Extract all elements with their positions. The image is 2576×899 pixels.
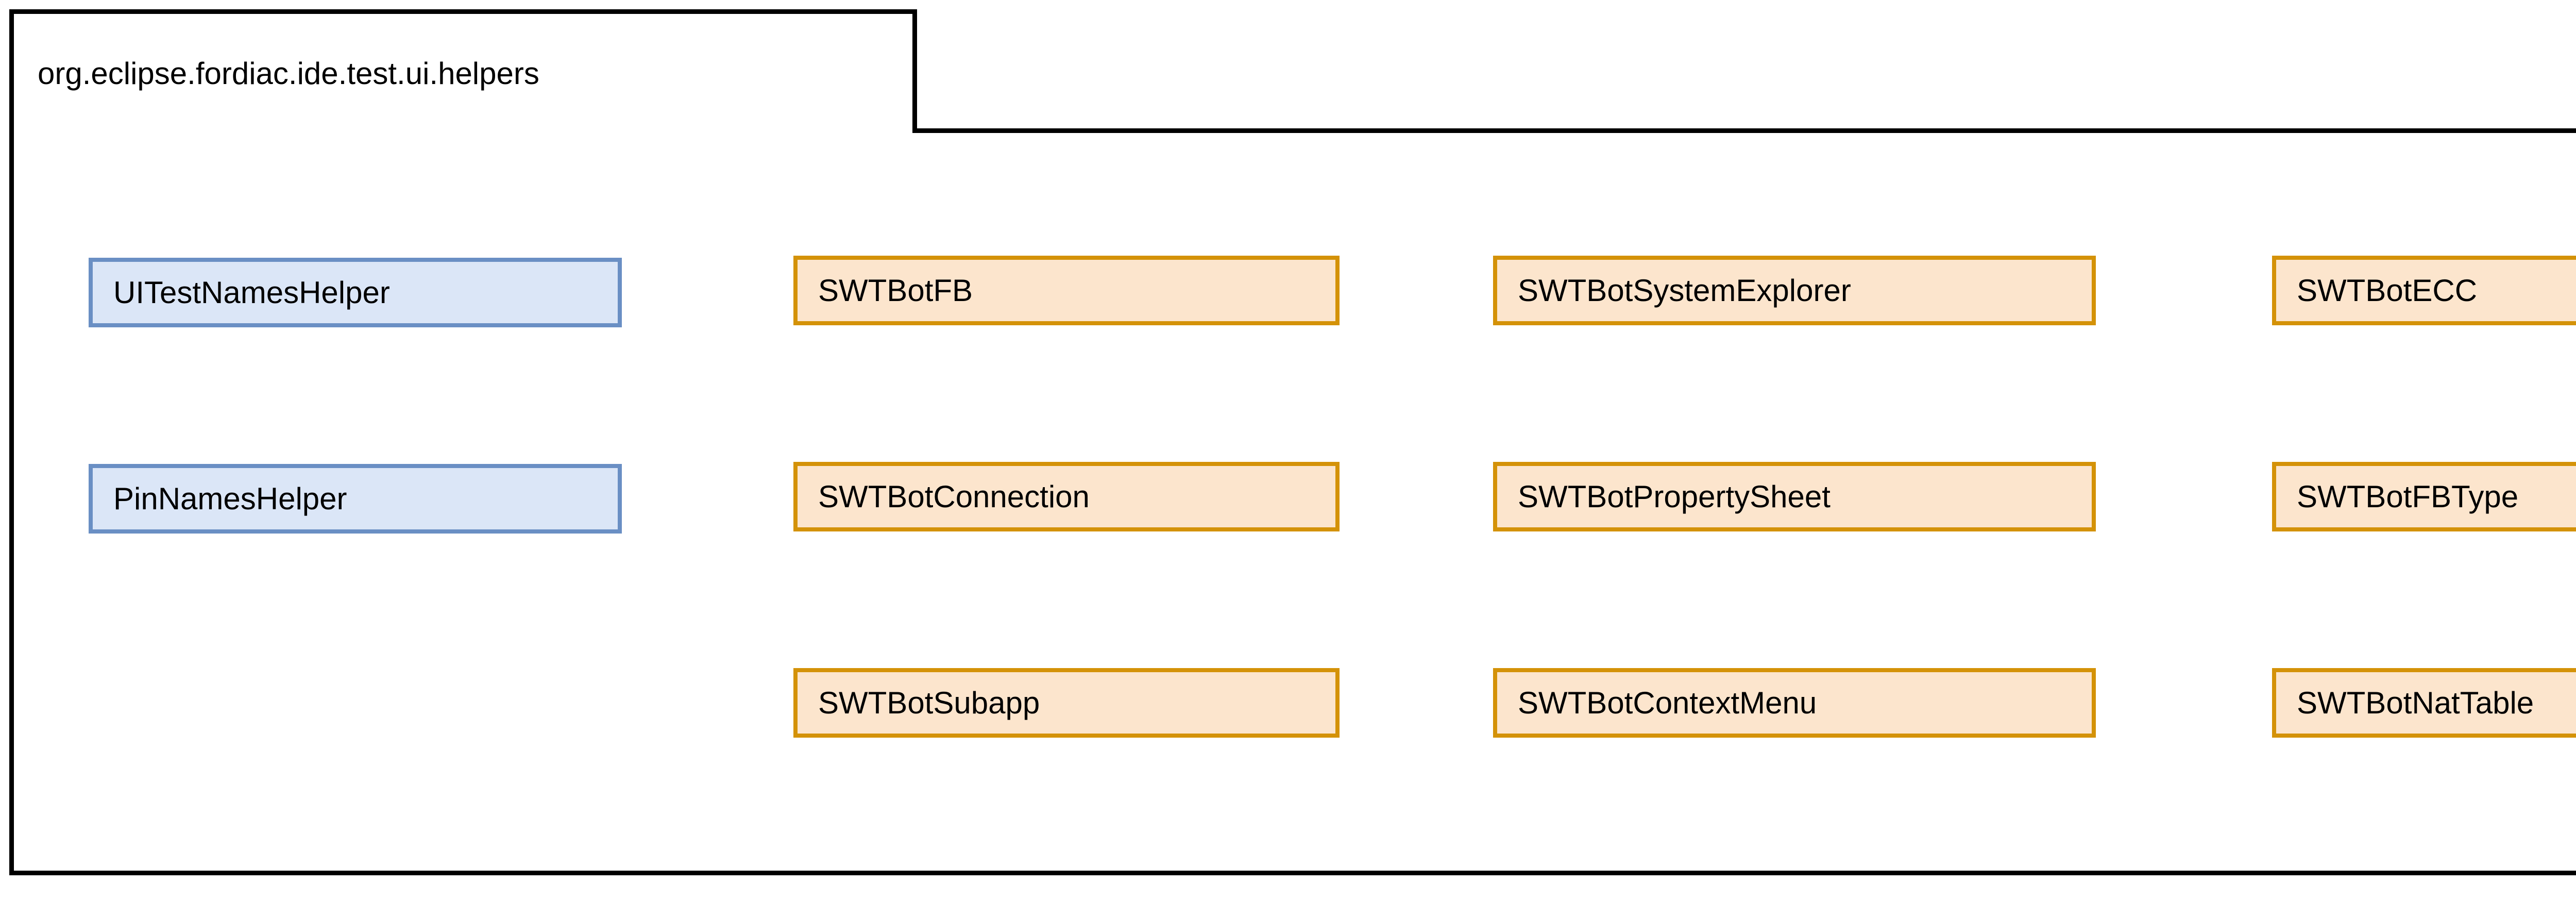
class-box[interactable]: SWTBotContextMenu: [1493, 668, 2096, 738]
class-box[interactable]: SWTBotFBType: [2272, 462, 2576, 531]
class-box[interactable]: SWTBotSubapp: [793, 668, 1340, 738]
package-name-label: org.eclipse.fordiac.ide.test.ui.helpers: [38, 56, 539, 91]
class-box-label: SWTBotSubapp: [818, 685, 1040, 720]
class-box[interactable]: SWTBotECC: [2272, 256, 2576, 325]
class-box[interactable]: SWTBotConnection: [793, 462, 1340, 531]
package-name-tab[interactable]: org.eclipse.fordiac.ide.test.ui.helpers: [9, 9, 917, 133]
class-box-label: UITestNamesHelper: [113, 275, 390, 310]
class-box[interactable]: SWTBotFB: [793, 256, 1340, 325]
class-box[interactable]: PinNamesHelper: [89, 464, 622, 534]
class-box-label: SWTBotFB: [818, 273, 973, 308]
class-box[interactable]: SWTBotSystemExplorer: [1493, 256, 2096, 325]
class-box-label: SWTBotNatTable: [2297, 685, 2534, 720]
class-box[interactable]: UITestNamesHelper: [89, 258, 622, 327]
class-box[interactable]: SWTBotPropertySheet: [1493, 462, 2096, 531]
class-box[interactable]: SWTBotNatTable: [2272, 668, 2576, 738]
class-box-label: SWTBotPropertySheet: [1518, 479, 1831, 514]
class-box-label: PinNamesHelper: [113, 481, 347, 516]
class-box-label: SWTBotFBType: [2297, 479, 2519, 514]
package-tab-seam: [14, 128, 912, 133]
class-box-label: SWTBotContextMenu: [1518, 685, 1817, 720]
class-box-label: SWTBotSystemExplorer: [1518, 273, 1851, 308]
class-box-label: SWTBotECC: [2297, 273, 2478, 308]
class-box-label: SWTBotConnection: [818, 479, 1090, 514]
